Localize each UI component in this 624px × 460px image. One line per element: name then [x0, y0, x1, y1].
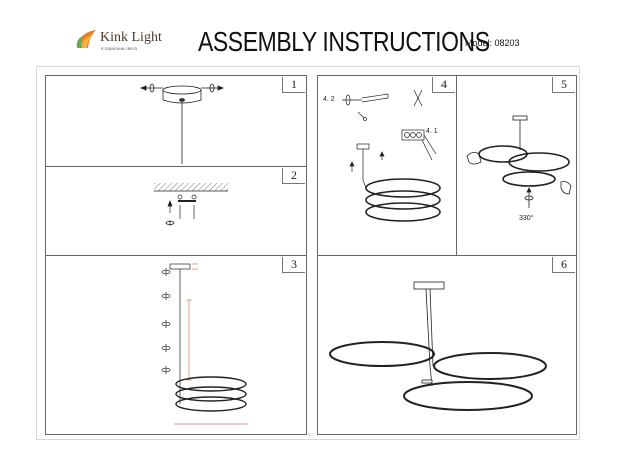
page-header: Kink Light в гармонии света ASSEMBLY INS…	[0, 0, 624, 66]
step-number: 5	[552, 77, 575, 93]
step-4-label-b: 4. 1	[426, 128, 438, 135]
brand-name: Kink Light	[100, 30, 162, 45]
brand-tagline: в гармонии света	[101, 46, 138, 51]
step-2-panel: 2	[45, 166, 307, 256]
step-number: 2	[282, 168, 305, 184]
page-number: 1	[308, 432, 311, 437]
step-1-panel: 1	[45, 75, 307, 167]
step-number: 4	[432, 77, 455, 93]
step-1-diagram	[139, 83, 225, 164]
brand-logo: Kink Light в гармонии света	[74, 26, 184, 56]
step-5-diagram: 330°	[466, 115, 572, 222]
step-6-diagram	[329, 281, 547, 411]
step-2-diagram	[154, 183, 228, 226]
step-number: 6	[552, 257, 575, 273]
step-number: 1	[282, 77, 305, 93]
model-number: Model: 08203	[465, 38, 520, 48]
step-4-label-a: 4. 2	[323, 96, 335, 103]
step-4-panel: 4 4. 2 4. 1	[317, 75, 457, 256]
step-4-diagram: 4. 2 4. 1	[323, 89, 441, 222]
step-3-panel: 3	[45, 255, 307, 435]
step-5-panel: 5 330°	[456, 75, 577, 256]
leaf-logo-icon	[76, 30, 96, 48]
instruction-sheet: 1 2	[36, 66, 580, 440]
step-5-rotation-label: 330°	[519, 214, 534, 222]
step-3-diagram	[161, 263, 248, 425]
step-6-panel: 6	[317, 255, 577, 435]
page-title: ASSEMBLY INSTRUCTIONS	[198, 26, 490, 57]
step-number: 3	[282, 257, 305, 273]
